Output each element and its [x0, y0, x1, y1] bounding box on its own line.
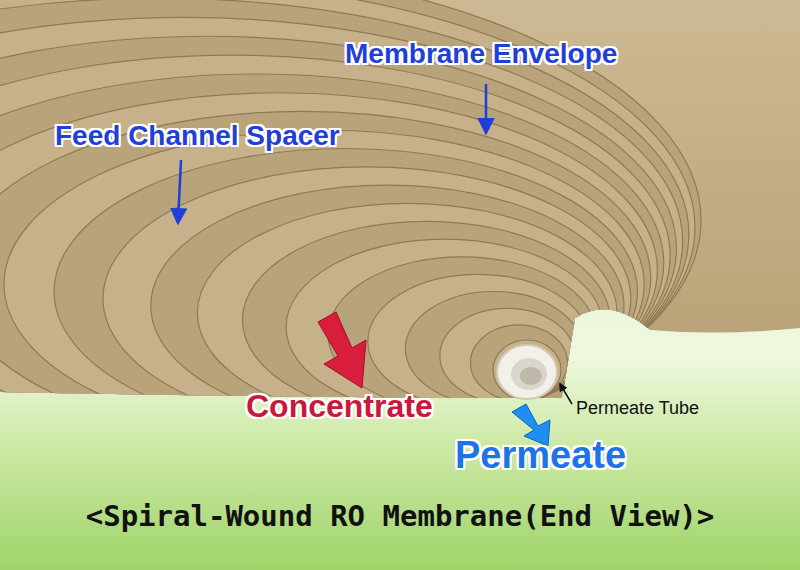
membrane-roll — [0, 0, 800, 480]
leader-arrow — [178, 160, 181, 222]
flow-label: Concentrate — [246, 388, 433, 425]
flow-arrow — [318, 312, 366, 388]
figure-caption: <Spiral-Wound RO Membrane(End View)> — [86, 500, 715, 533]
leader-arrow — [485, 84, 488, 132]
part-label: Feed Channel Spacer — [55, 120, 340, 152]
part-label: Permeate Tube — [576, 398, 699, 419]
part-label: Membrane Envelope — [345, 38, 617, 70]
flow-label: Permeate — [455, 434, 626, 478]
permeate-tube — [497, 345, 557, 399]
leader-line — [560, 384, 572, 404]
